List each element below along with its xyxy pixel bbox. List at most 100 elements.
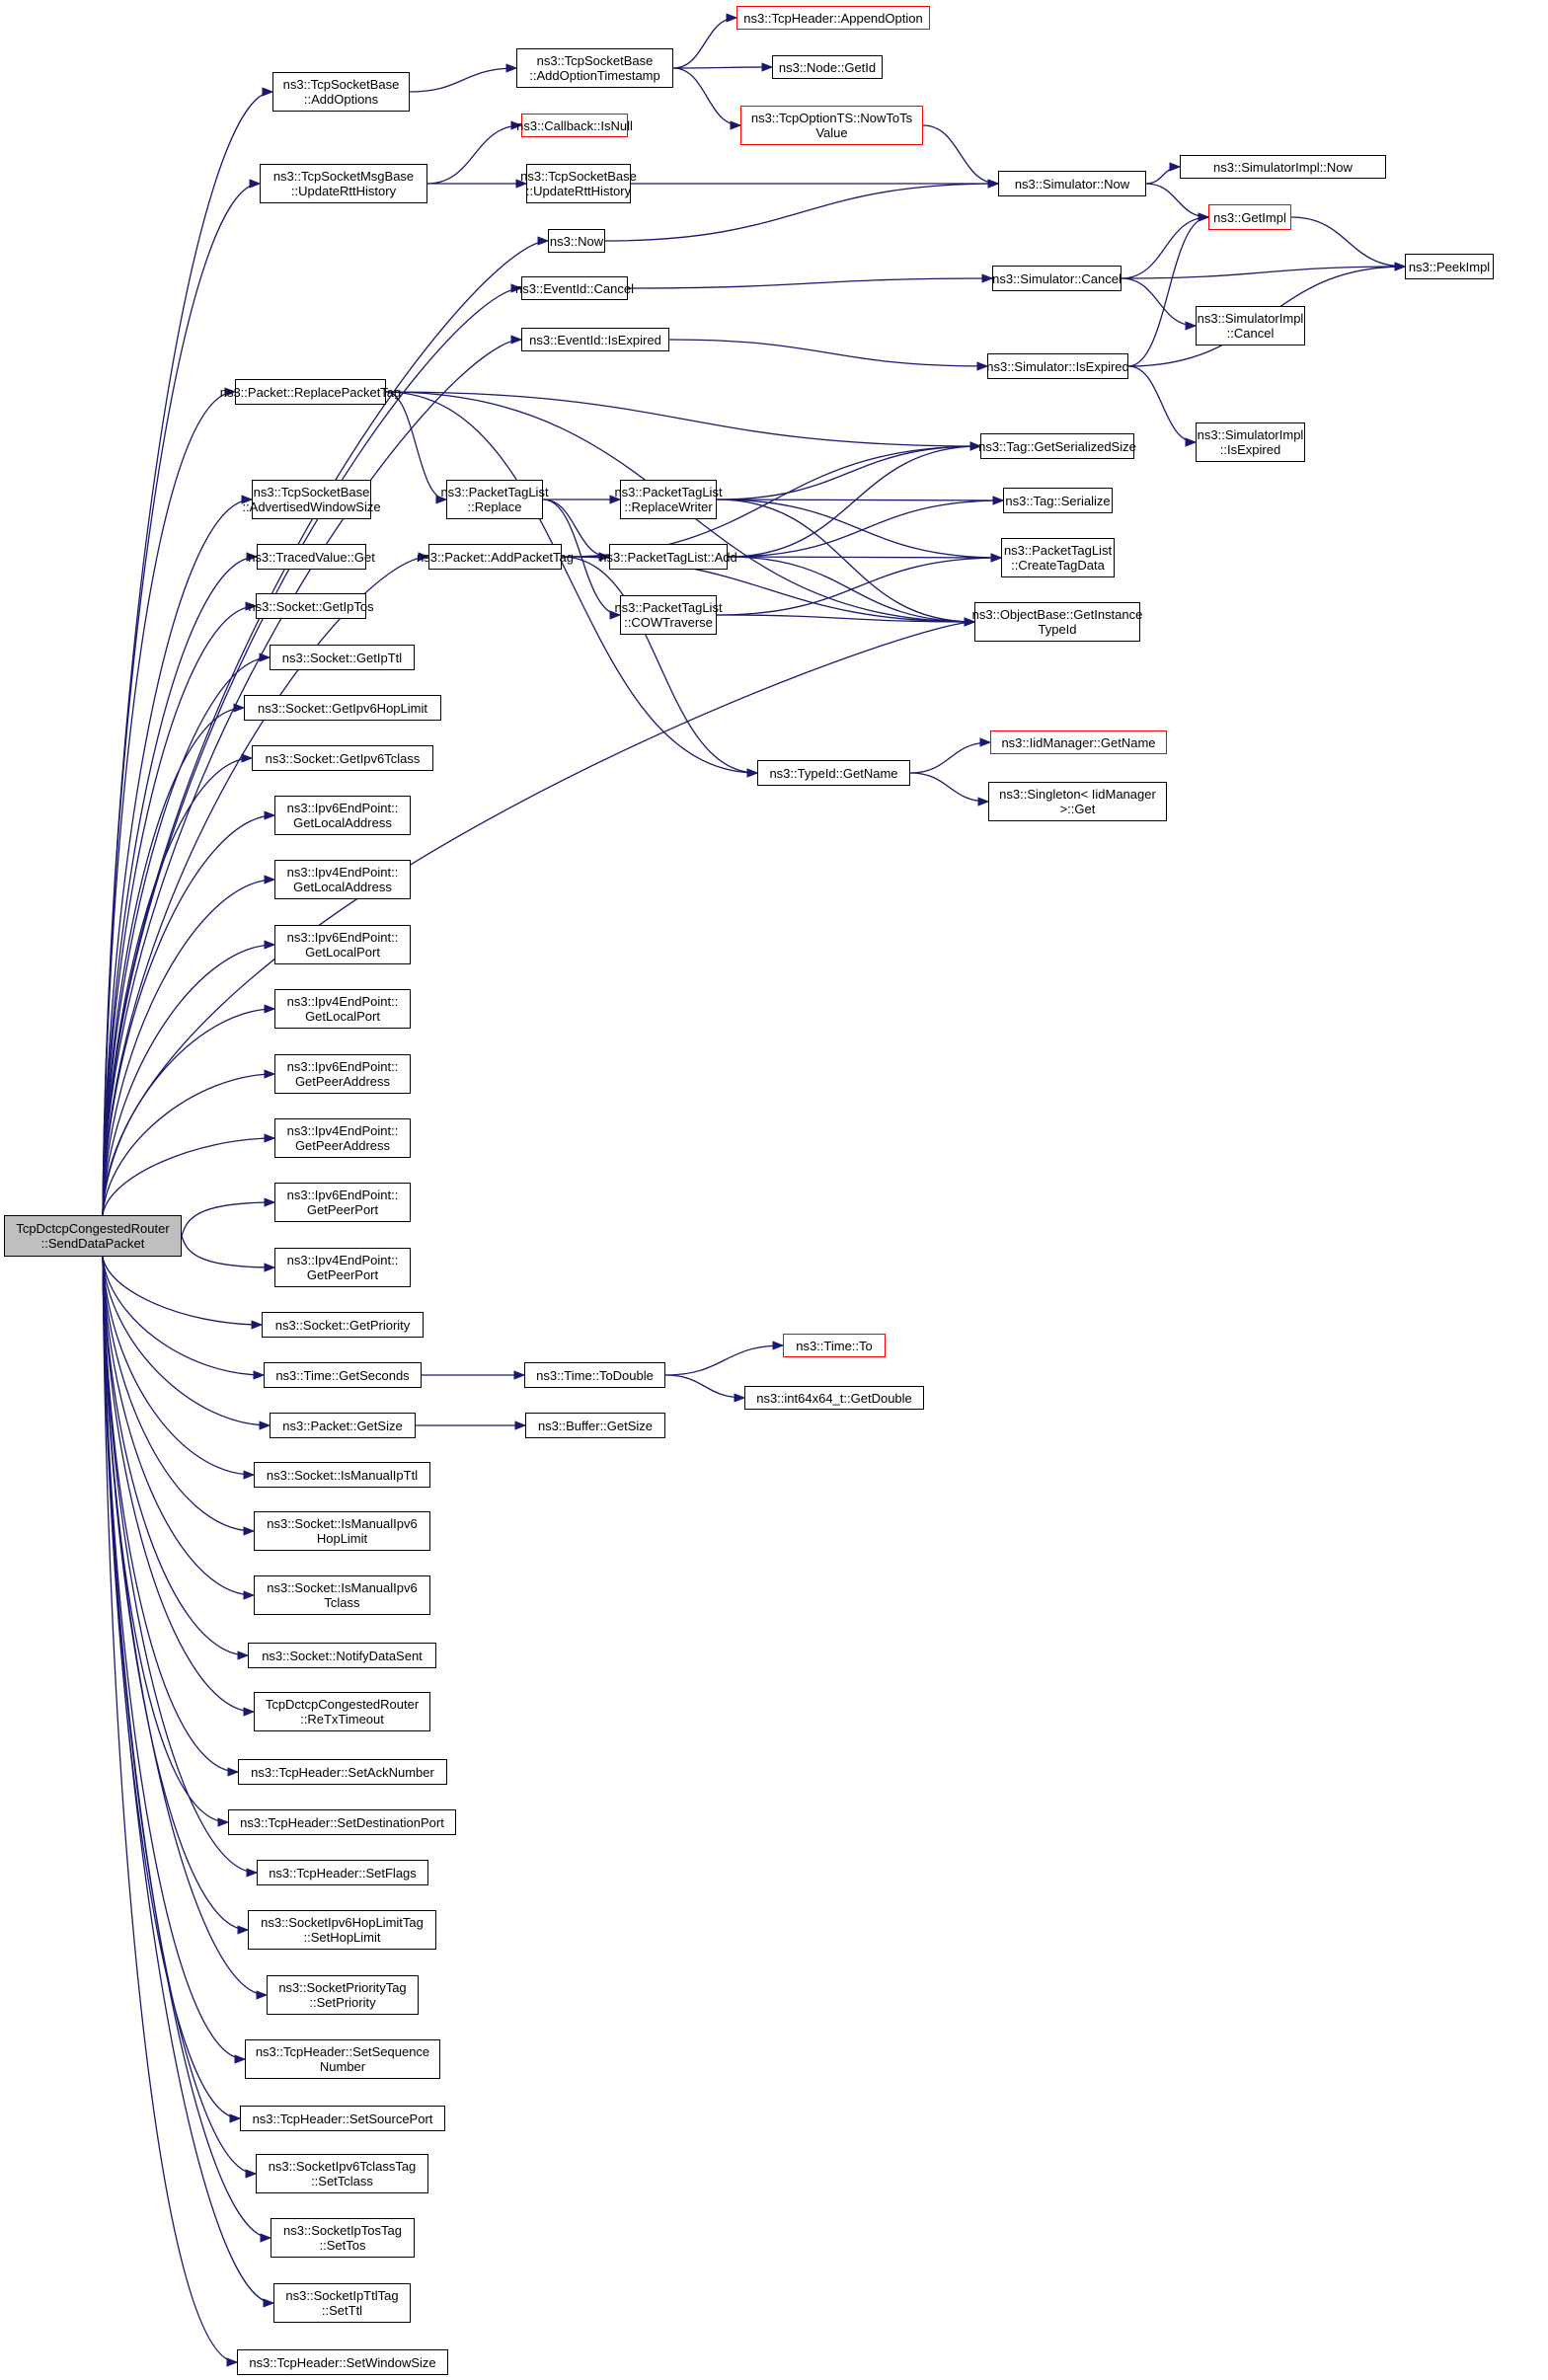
edge-root-to-v4peeraddr: [102, 1133, 276, 1216]
node-typename[interactable]: ns3::TypeId::GetName: [757, 760, 910, 786]
node-sethop[interactable]: ns3::SocketIpv6HopLimitTag ::SetHopLimit: [248, 1910, 436, 1950]
node-basertt[interactable]: ns3::TcpSocketBase ::UpdateRttHistory: [520, 164, 637, 203]
node-v4locaddr[interactable]: ns3::Ipv4EndPoint:: GetLocalAddress: [274, 860, 411, 899]
node-addopts[interactable]: ns3::TcpSocketBase ::AddOptions: [272, 72, 410, 112]
node-singleton[interactable]: ns3::Singleton< IidManager >::Get: [988, 782, 1167, 821]
node-setttl[interactable]: ns3::SocketIpTtlTag ::SetTtl: [273, 2283, 411, 2323]
edge-root-to-v6peeraddr: [102, 1069, 276, 1216]
node-v4locport[interactable]: ns3::Ipv4EndPoint:: GetLocalPort: [274, 989, 411, 1029]
edge-simnow-to-getimpl: [1145, 183, 1210, 222]
node-tracedget[interactable]: ns3::TracedValue::Get: [248, 544, 375, 570]
node-getdouble[interactable]: ns3::int64x64_t::GetDouble: [744, 1386, 924, 1410]
node-evcancel[interactable]: ns3::EventId::Cancel: [515, 276, 634, 300]
node-root: TcpDctcpCongestedRouter ::SendDataPacket: [4, 1215, 182, 1257]
edge-root-to-setsrc: [102, 1256, 242, 2123]
node-isnull[interactable]: ns3::Callback::IsNull: [516, 114, 633, 137]
node-simexpired[interactable]: ns3::Simulator::IsExpired: [986, 353, 1129, 379]
node-timeto[interactable]: ns3::Time::To: [783, 1334, 886, 1357]
node-nowtots[interactable]: ns3::TcpOptionTS::NowToTs Value: [740, 106, 923, 145]
node-v6peeraddr[interactable]: ns3::Ipv6EndPoint:: GetPeerAddress: [274, 1054, 411, 1094]
node-v4peeraddr[interactable]: ns3::Ipv4EndPoint:: GetPeerAddress: [274, 1118, 411, 1158]
node-cow[interactable]: ns3::PacketTagList ::COWTraverse: [614, 595, 723, 635]
node-getiptos[interactable]: ns3::Socket::GetIpTos: [248, 593, 374, 619]
edge-root-to-tracedget: [102, 552, 259, 1216]
edge-simexpired-to-implexpired: [1127, 365, 1198, 447]
node-now[interactable]: ns3::Now: [548, 229, 605, 253]
node-settclass[interactable]: ns3::SocketIpv6TclassTag ::SetTclass: [256, 2154, 428, 2193]
edge-msgrtt-to-isnull: [426, 120, 523, 185]
edge-ptladd-to-serialize: [727, 496, 1005, 558]
node-todouble[interactable]: ns3::Time::ToDouble: [524, 1362, 665, 1388]
node-settos[interactable]: ns3::SocketIpTosTag ::SetTos: [271, 2218, 415, 2258]
node-replwriter[interactable]: ns3::PacketTagList ::ReplaceWriter: [614, 480, 723, 519]
node-serialsize[interactable]: ns3::Tag::GetSerializedSize: [978, 433, 1136, 459]
node-ptladd[interactable]: ns3::PacketTagList::Add: [599, 544, 737, 570]
edge-root-to-pktsize: [102, 1256, 271, 1430]
node-getipttl[interactable]: ns3::Socket::GetIpTtl: [270, 645, 415, 670]
edge-addts-to-nodegetid: [672, 62, 774, 72]
node-serialize[interactable]: ns3::Tag::Serialize: [1003, 488, 1113, 513]
node-advwin[interactable]: ns3::TcpSocketBase ::AdvertisedWindowSiz…: [242, 480, 381, 519]
edge-todouble-to-timeto: [664, 1341, 785, 1376]
node-peekimpl[interactable]: ns3::PeekImpl: [1405, 254, 1494, 279]
node-v6locaddr[interactable]: ns3::Ipv6EndPoint:: GetLocalAddress: [274, 796, 411, 835]
node-implcancel[interactable]: ns3::SimulatorImpl ::Cancel: [1196, 306, 1305, 345]
node-setprio[interactable]: ns3::SocketPriorityTag ::SetPriority: [267, 1975, 419, 2015]
node-simcancel[interactable]: ns3::Simulator::Cancel: [992, 266, 1122, 291]
edge-simnow-to-implnow: [1145, 162, 1182, 185]
node-setdst[interactable]: ns3::TcpHeader::SetDestinationPort: [228, 1809, 456, 1835]
edge-addts-to-nowtots: [672, 67, 742, 130]
edge-simcancel-to-implcancel: [1121, 277, 1198, 331]
node-v4peerport[interactable]: ns3::Ipv4EndPoint:: GetPeerPort: [274, 1248, 411, 1287]
node-bufsize[interactable]: ns3::Buffer::GetSize: [525, 1413, 665, 1438]
node-addts[interactable]: ns3::TcpSocketBase ::AddOptionTimestamp: [516, 48, 673, 88]
edge-root-to-setprio: [102, 1256, 269, 2000]
node-simnow[interactable]: ns3::Simulator::Now: [998, 171, 1146, 196]
node-createtag[interactable]: ns3::PacketTagList ::CreateTagData: [1001, 538, 1115, 577]
node-nodegetid[interactable]: ns3::Node::GetId: [772, 55, 883, 79]
node-setsrc[interactable]: ns3::TcpHeader::SetSourcePort: [240, 2106, 445, 2131]
node-hoplimit[interactable]: ns3::Socket::GetIpv6HopLimit: [244, 695, 441, 721]
node-evexpired[interactable]: ns3::EventId::IsExpired: [521, 328, 669, 351]
edge-root-to-notify: [102, 1256, 250, 1660]
node-msgrtt[interactable]: ns3::TcpSocketMsgBase ::UpdateRttHistory: [260, 164, 427, 203]
edge-root-to-manhop: [102, 1256, 256, 1536]
edge-simexpired-to-getimpl: [1127, 212, 1210, 367]
edge-root-to-setack: [102, 1256, 240, 1777]
node-ptlreplace[interactable]: ns3::PacketTagList ::Replace: [440, 480, 549, 519]
node-getsecs[interactable]: ns3::Time::GetSeconds: [264, 1362, 422, 1388]
edge-getimpl-to-peekimpl: [1290, 216, 1407, 271]
node-getinst[interactable]: ns3::ObjectBase::GetInstance TypeId: [972, 602, 1142, 642]
node-setwin[interactable]: ns3::TcpHeader::SetWindowSize: [237, 2349, 448, 2375]
node-retx[interactable]: TcpDctcpCongestedRouter ::ReTxTimeout: [254, 1692, 430, 1731]
node-v6peerport[interactable]: ns3::Ipv6EndPoint:: GetPeerPort: [274, 1183, 411, 1222]
node-v6locport[interactable]: ns3::Ipv6EndPoint:: GetLocalPort: [274, 925, 411, 964]
node-iidname[interactable]: ns3::IidManager::GetName: [990, 730, 1167, 754]
node-implnow[interactable]: ns3::SimulatorImpl::Now: [1180, 155, 1386, 179]
edge-root-to-getipttl: [102, 653, 271, 1216]
node-setack[interactable]: ns3::TcpHeader::SetAckNumber: [238, 1759, 447, 1785]
node-getprio[interactable]: ns3::Socket::GetPriority: [262, 1312, 424, 1338]
edge-root-to-hoplimit: [102, 703, 246, 1216]
node-append[interactable]: ns3::TcpHeader::AppendOption: [736, 6, 930, 30]
edge-root-to-retx: [102, 1256, 256, 1717]
node-v6tclass[interactable]: ns3::Socket::GetIpv6Tclass: [252, 745, 433, 771]
edge-root-to-v6locaddr: [102, 810, 276, 1216]
node-manttl[interactable]: ns3::Socket::IsManualIpTtl: [254, 1462, 430, 1488]
node-setflags[interactable]: ns3::TcpHeader::SetFlags: [257, 1860, 428, 1885]
node-manhop[interactable]: ns3::Socket::IsManualIpv6 HopLimit: [254, 1511, 430, 1551]
node-addtag[interactable]: ns3::Packet::AddPacketTag: [417, 544, 574, 570]
node-getimpl[interactable]: ns3::GetImpl: [1208, 204, 1291, 230]
edge-replwriter-to-serialize: [716, 496, 1005, 505]
node-mantclass[interactable]: ns3::Socket::IsManualIpv6 Tclass: [254, 1575, 430, 1615]
node-setseq[interactable]: ns3::TcpHeader::SetSequence Number: [245, 2039, 440, 2079]
node-implexpired[interactable]: ns3::SimulatorImpl ::IsExpired: [1196, 422, 1305, 462]
node-notify[interactable]: ns3::Socket::NotifyDataSent: [248, 1643, 436, 1668]
edge-root-to-v6tclass: [102, 753, 254, 1216]
edge-replacetag-to-ptlreplace: [385, 391, 448, 504]
node-replacetag[interactable]: ns3::Packet::ReplacePacketTag: [220, 379, 401, 405]
edge-nowtots-to-simnow: [922, 124, 1000, 189]
node-pktsize[interactable]: ns3::Packet::GetSize: [270, 1413, 416, 1438]
edge-root-to-manttl: [102, 1256, 256, 1480]
edge-root-to-setdst: [102, 1256, 230, 1827]
